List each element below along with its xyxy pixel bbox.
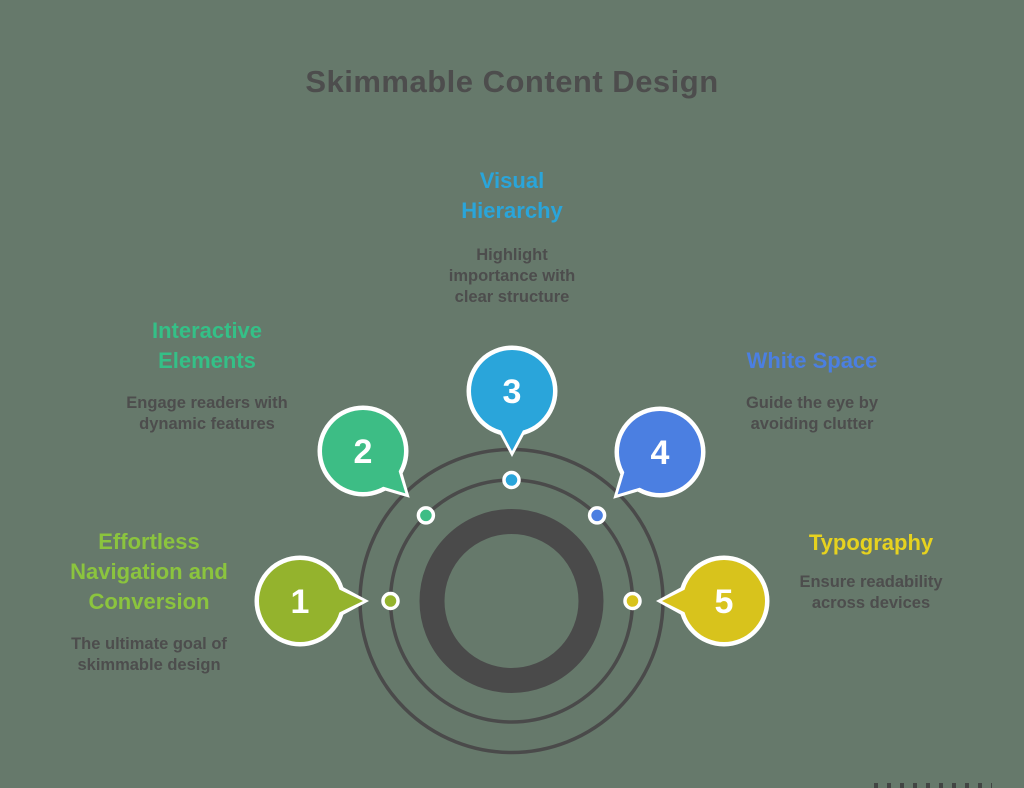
cutoff-watermark bbox=[874, 783, 992, 788]
bubble-2: 2 bbox=[317, 405, 410, 498]
topic-1-description: The ultimate goal of skimmable design bbox=[71, 635, 227, 674]
bubble-5-circle bbox=[683, 560, 765, 642]
bubble-2-circle bbox=[322, 410, 404, 492]
bubble-4-number: 4 bbox=[651, 434, 670, 472]
bubble-4-circle bbox=[619, 411, 701, 493]
bubble-5-number: 5 bbox=[715, 583, 734, 621]
bubble-3-number: 3 bbox=[503, 373, 522, 411]
bubble-4: 4 bbox=[613, 406, 706, 499]
marker-dot-3 bbox=[502, 470, 521, 490]
bubble-3-circle bbox=[471, 350, 553, 432]
topic-2-description: Engage readers with dynamic features bbox=[126, 394, 288, 433]
bubble-3: 3 bbox=[466, 345, 558, 457]
topic-5-heading: Typography bbox=[808, 530, 934, 555]
bubble-1-circle bbox=[259, 560, 341, 642]
bubble-1-number: 1 bbox=[291, 583, 310, 621]
topic-1-heading: Effortless Navigation and Conversion bbox=[70, 529, 228, 614]
topic-4-description: Guide the eye by avoiding clutter bbox=[745, 394, 879, 433]
bubble-2-number: 2 bbox=[354, 433, 373, 471]
page-title: Skimmable Content Design bbox=[305, 64, 719, 99]
bubble-1: 1 bbox=[254, 555, 369, 647]
marker-dot-5 bbox=[623, 591, 642, 611]
topic-3-description: Highlight importance with clear structur… bbox=[448, 246, 576, 306]
topic-5-description: Ensure readability across devices bbox=[799, 573, 943, 612]
marker-dot-2 bbox=[416, 506, 436, 525]
topic-2-heading: Interactive Elements bbox=[151, 318, 263, 373]
topic-4-heading: White Space bbox=[746, 348, 878, 373]
marker-dot-4 bbox=[587, 506, 607, 525]
topic-3-heading: Visual Hierarchy bbox=[461, 168, 563, 223]
bubble-5: 5 bbox=[656, 555, 770, 647]
marker-dot-1 bbox=[381, 591, 400, 611]
center-thick-ring bbox=[419, 509, 604, 693]
